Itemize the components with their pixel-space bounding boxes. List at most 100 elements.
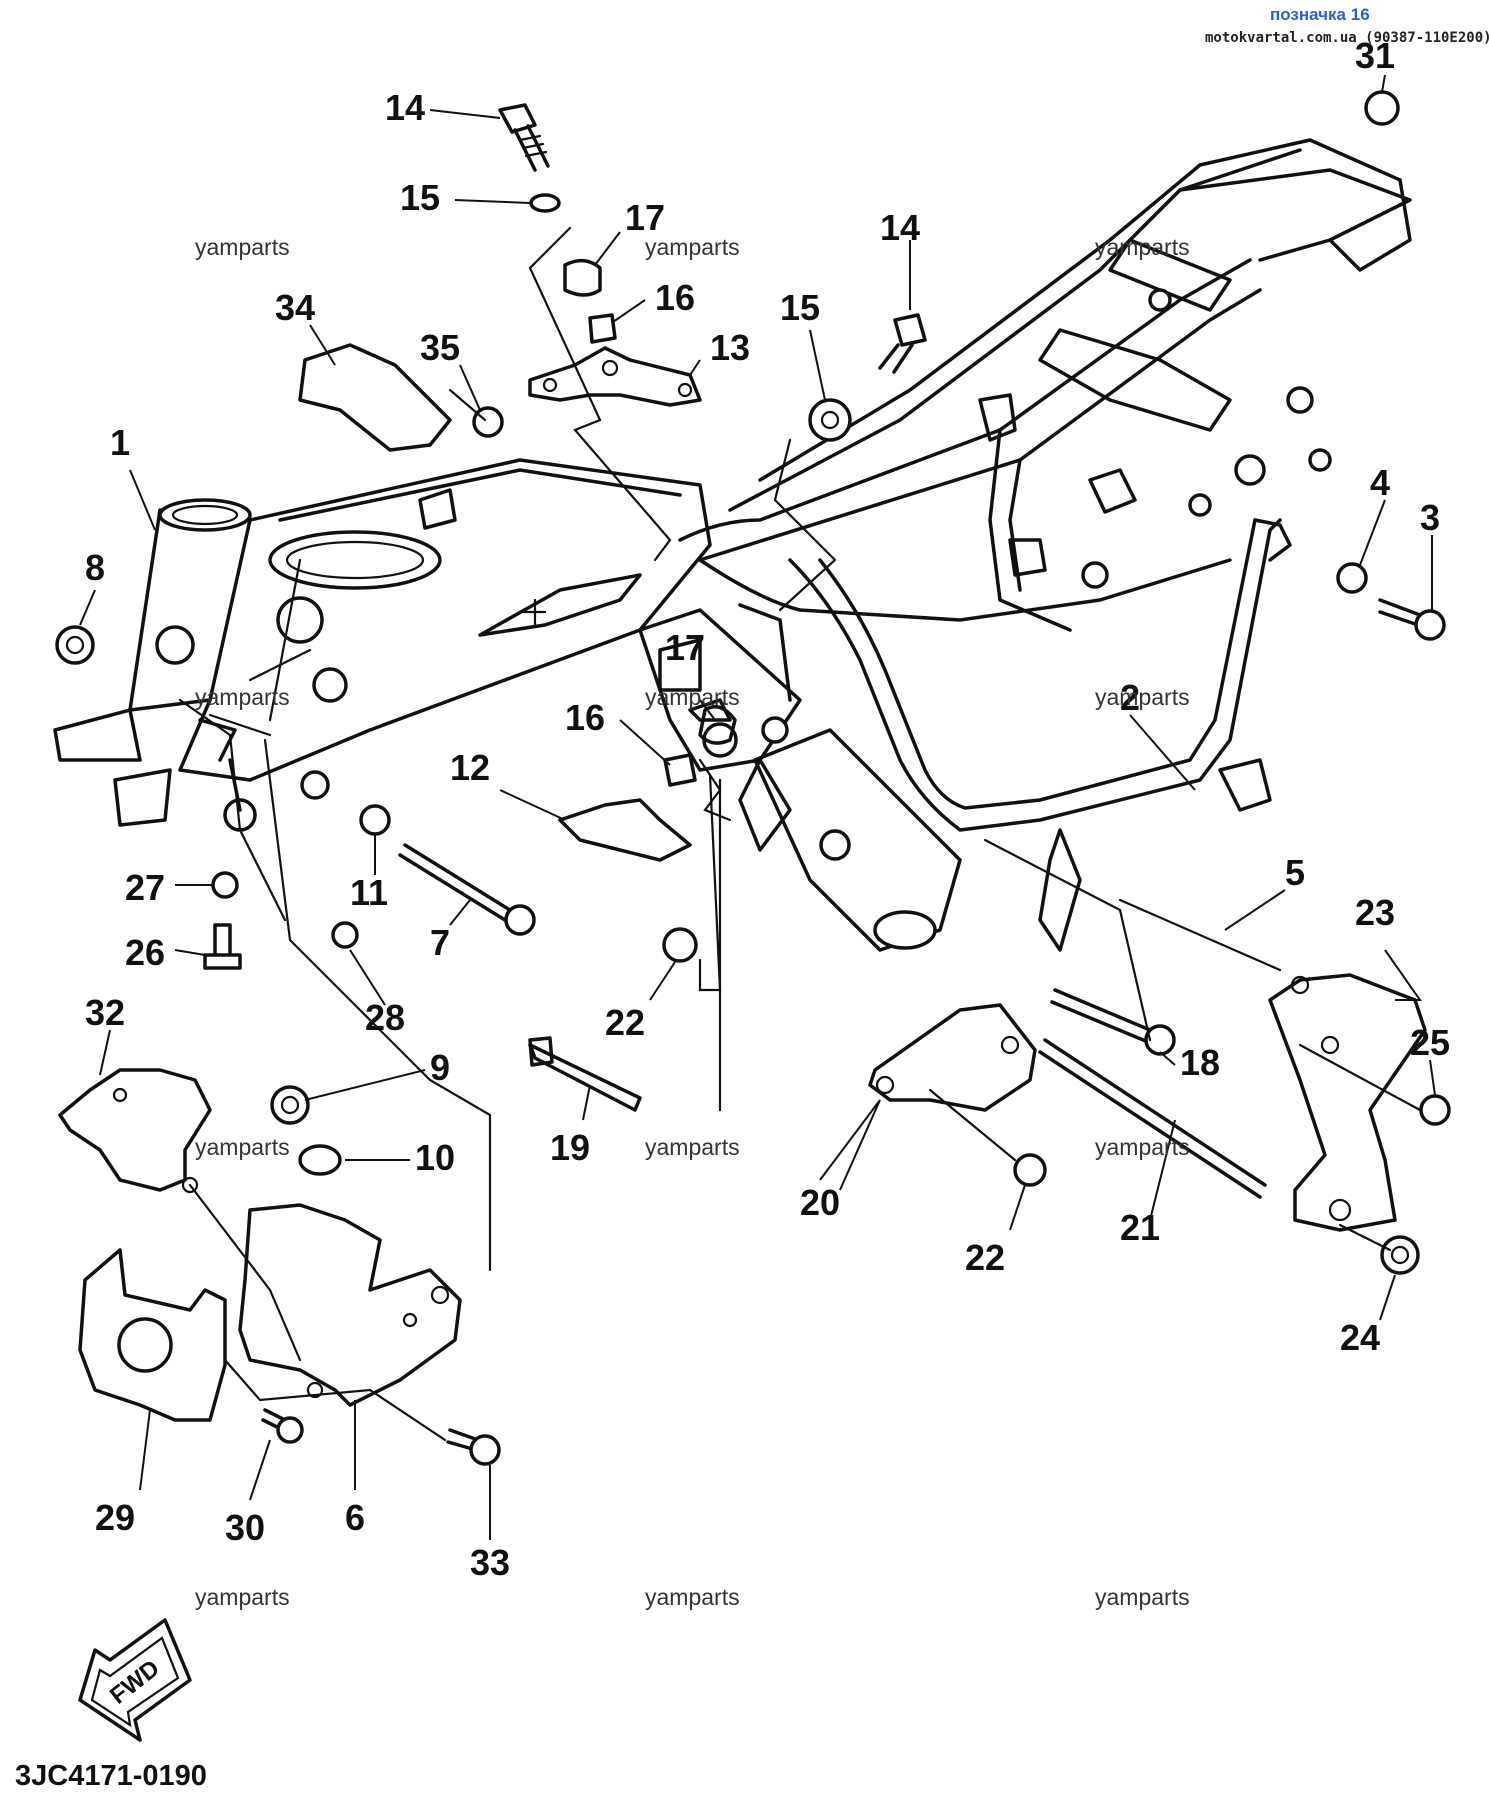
- bolt-18: [1050, 988, 1176, 1056]
- bracket-13: [528, 346, 702, 407]
- callout-32: 32: [85, 992, 125, 1033]
- callout-3: 3: [1420, 497, 1440, 538]
- collar-17-mid: [698, 704, 737, 745]
- callout-14b: 14: [880, 207, 920, 248]
- callout-6: 6: [345, 1497, 365, 1538]
- bolt-3: [1378, 598, 1446, 641]
- bush-16-mid: [663, 753, 697, 787]
- callout-24: 24: [1340, 1317, 1380, 1358]
- washer-10: [298, 1144, 342, 1176]
- nut-35: [472, 406, 504, 438]
- rear-frame: [678, 138, 1412, 952]
- bracket-20: [868, 1003, 1037, 1112]
- callout-22a: 22: [605, 1002, 645, 1043]
- callout-10: 10: [415, 1137, 455, 1178]
- watermark: yamparts: [195, 234, 290, 260]
- callout-34: 34: [275, 287, 315, 328]
- callout-1: 1: [110, 422, 130, 463]
- bolt-25: [1419, 1094, 1451, 1126]
- assembly-lines: [178, 226, 1422, 1442]
- callout-20: 20: [800, 1182, 840, 1223]
- washer-11: [359, 804, 391, 836]
- callout-28: 28: [365, 997, 405, 1038]
- diagram-part-number: 3JC4171-0190: [15, 1760, 207, 1792]
- bolt-14-right: [878, 313, 927, 374]
- watermark: yamparts: [1095, 1584, 1190, 1610]
- bolt-28: [331, 921, 359, 949]
- washer-15-upper: [529, 193, 561, 213]
- callout-12: 12: [450, 747, 490, 788]
- nut-31: [1364, 90, 1400, 126]
- nut-22-mid: [662, 927, 698, 963]
- header-link[interactable]: позначка 16: [1270, 5, 1370, 24]
- callout-15a: 15: [400, 177, 440, 218]
- watermark: yamparts: [1095, 234, 1190, 260]
- callout-5: 5: [1285, 852, 1305, 893]
- nut-8: [55, 625, 95, 665]
- bolt-14-upper: [498, 103, 550, 172]
- bolt-21: [1038, 1038, 1267, 1199]
- cover-29: [78, 1248, 227, 1422]
- watermark: yamparts: [645, 1134, 740, 1160]
- watermark: yamparts: [1095, 684, 1190, 710]
- callout-15b: 15: [780, 287, 820, 328]
- callout-21: 21: [1120, 1207, 1160, 1248]
- callout-25: 25: [1410, 1022, 1450, 1063]
- callout-16b: 16: [565, 697, 605, 738]
- callout-17a: 17: [625, 197, 665, 238]
- watermark: yamparts: [195, 1584, 290, 1610]
- callout-9: 9: [430, 1047, 450, 1088]
- callout-33: 33: [470, 1542, 510, 1583]
- washer-4: [1336, 562, 1368, 594]
- watermark: yamparts: [645, 684, 740, 710]
- collar-17-upper: [563, 258, 602, 297]
- callout-7: 7: [430, 922, 450, 963]
- callout-27: 27: [125, 867, 165, 908]
- bolt-7: [398, 843, 536, 936]
- watermark: yamparts: [645, 1584, 740, 1610]
- callout-35: 35: [420, 327, 460, 368]
- bolt-33: [446, 1428, 501, 1466]
- callout-29: 29: [95, 1497, 135, 1538]
- callout-4: 4: [1370, 462, 1390, 503]
- bolt-30: [261, 1408, 304, 1444]
- bracket-32: [58, 1068, 212, 1192]
- bracket-6: [238, 1203, 462, 1407]
- callout-17b: 17: [665, 627, 705, 668]
- nut-27: [211, 871, 239, 899]
- bracket-23: [1268, 973, 1427, 1232]
- callout-16a: 16: [655, 277, 695, 318]
- header-source: motokvartal.com.ua (90387-110E200): [1205, 30, 1489, 46]
- bolt-19: [528, 1036, 642, 1112]
- watermark: yamparts: [1095, 1134, 1190, 1160]
- callout-23: 23: [1355, 892, 1395, 933]
- callout-11: 11: [350, 872, 388, 913]
- callout-8: 8: [85, 547, 105, 588]
- nut-9: [270, 1085, 310, 1125]
- cover-34: [298, 343, 452, 452]
- fwd-label: FWD: [105, 1655, 165, 1710]
- watermark: yamparts: [645, 234, 740, 260]
- watermark: yamparts: [195, 684, 290, 710]
- washer-15-right: [808, 398, 852, 442]
- nut-24: [1380, 1235, 1420, 1275]
- callout-13: 13: [710, 327, 750, 368]
- callout-22b: 22: [965, 1237, 1005, 1278]
- bracket-12: [558, 798, 692, 862]
- leader-lines: [79, 74, 1436, 1540]
- callout-2: 2: [1120, 677, 1140, 718]
- nut-22-right: [1013, 1153, 1047, 1187]
- watermark: yamparts: [195, 1134, 290, 1160]
- callout-18: 18: [1180, 1042, 1220, 1083]
- bush-16-upper: [588, 313, 617, 344]
- bolt-26: [203, 923, 242, 970]
- callout-14a: 14: [385, 87, 425, 128]
- callout-19: 19: [550, 1127, 590, 1168]
- callout-26: 26: [125, 932, 165, 973]
- callout-31: 31: [1355, 35, 1395, 76]
- callout-30: 30: [225, 1507, 265, 1548]
- fwd-arrow-icon: FWD: [78, 1618, 192, 1742]
- main-frame: [53, 458, 962, 952]
- watermarks: yamparts yamparts yamparts yamparts yamp…: [195, 234, 1190, 1610]
